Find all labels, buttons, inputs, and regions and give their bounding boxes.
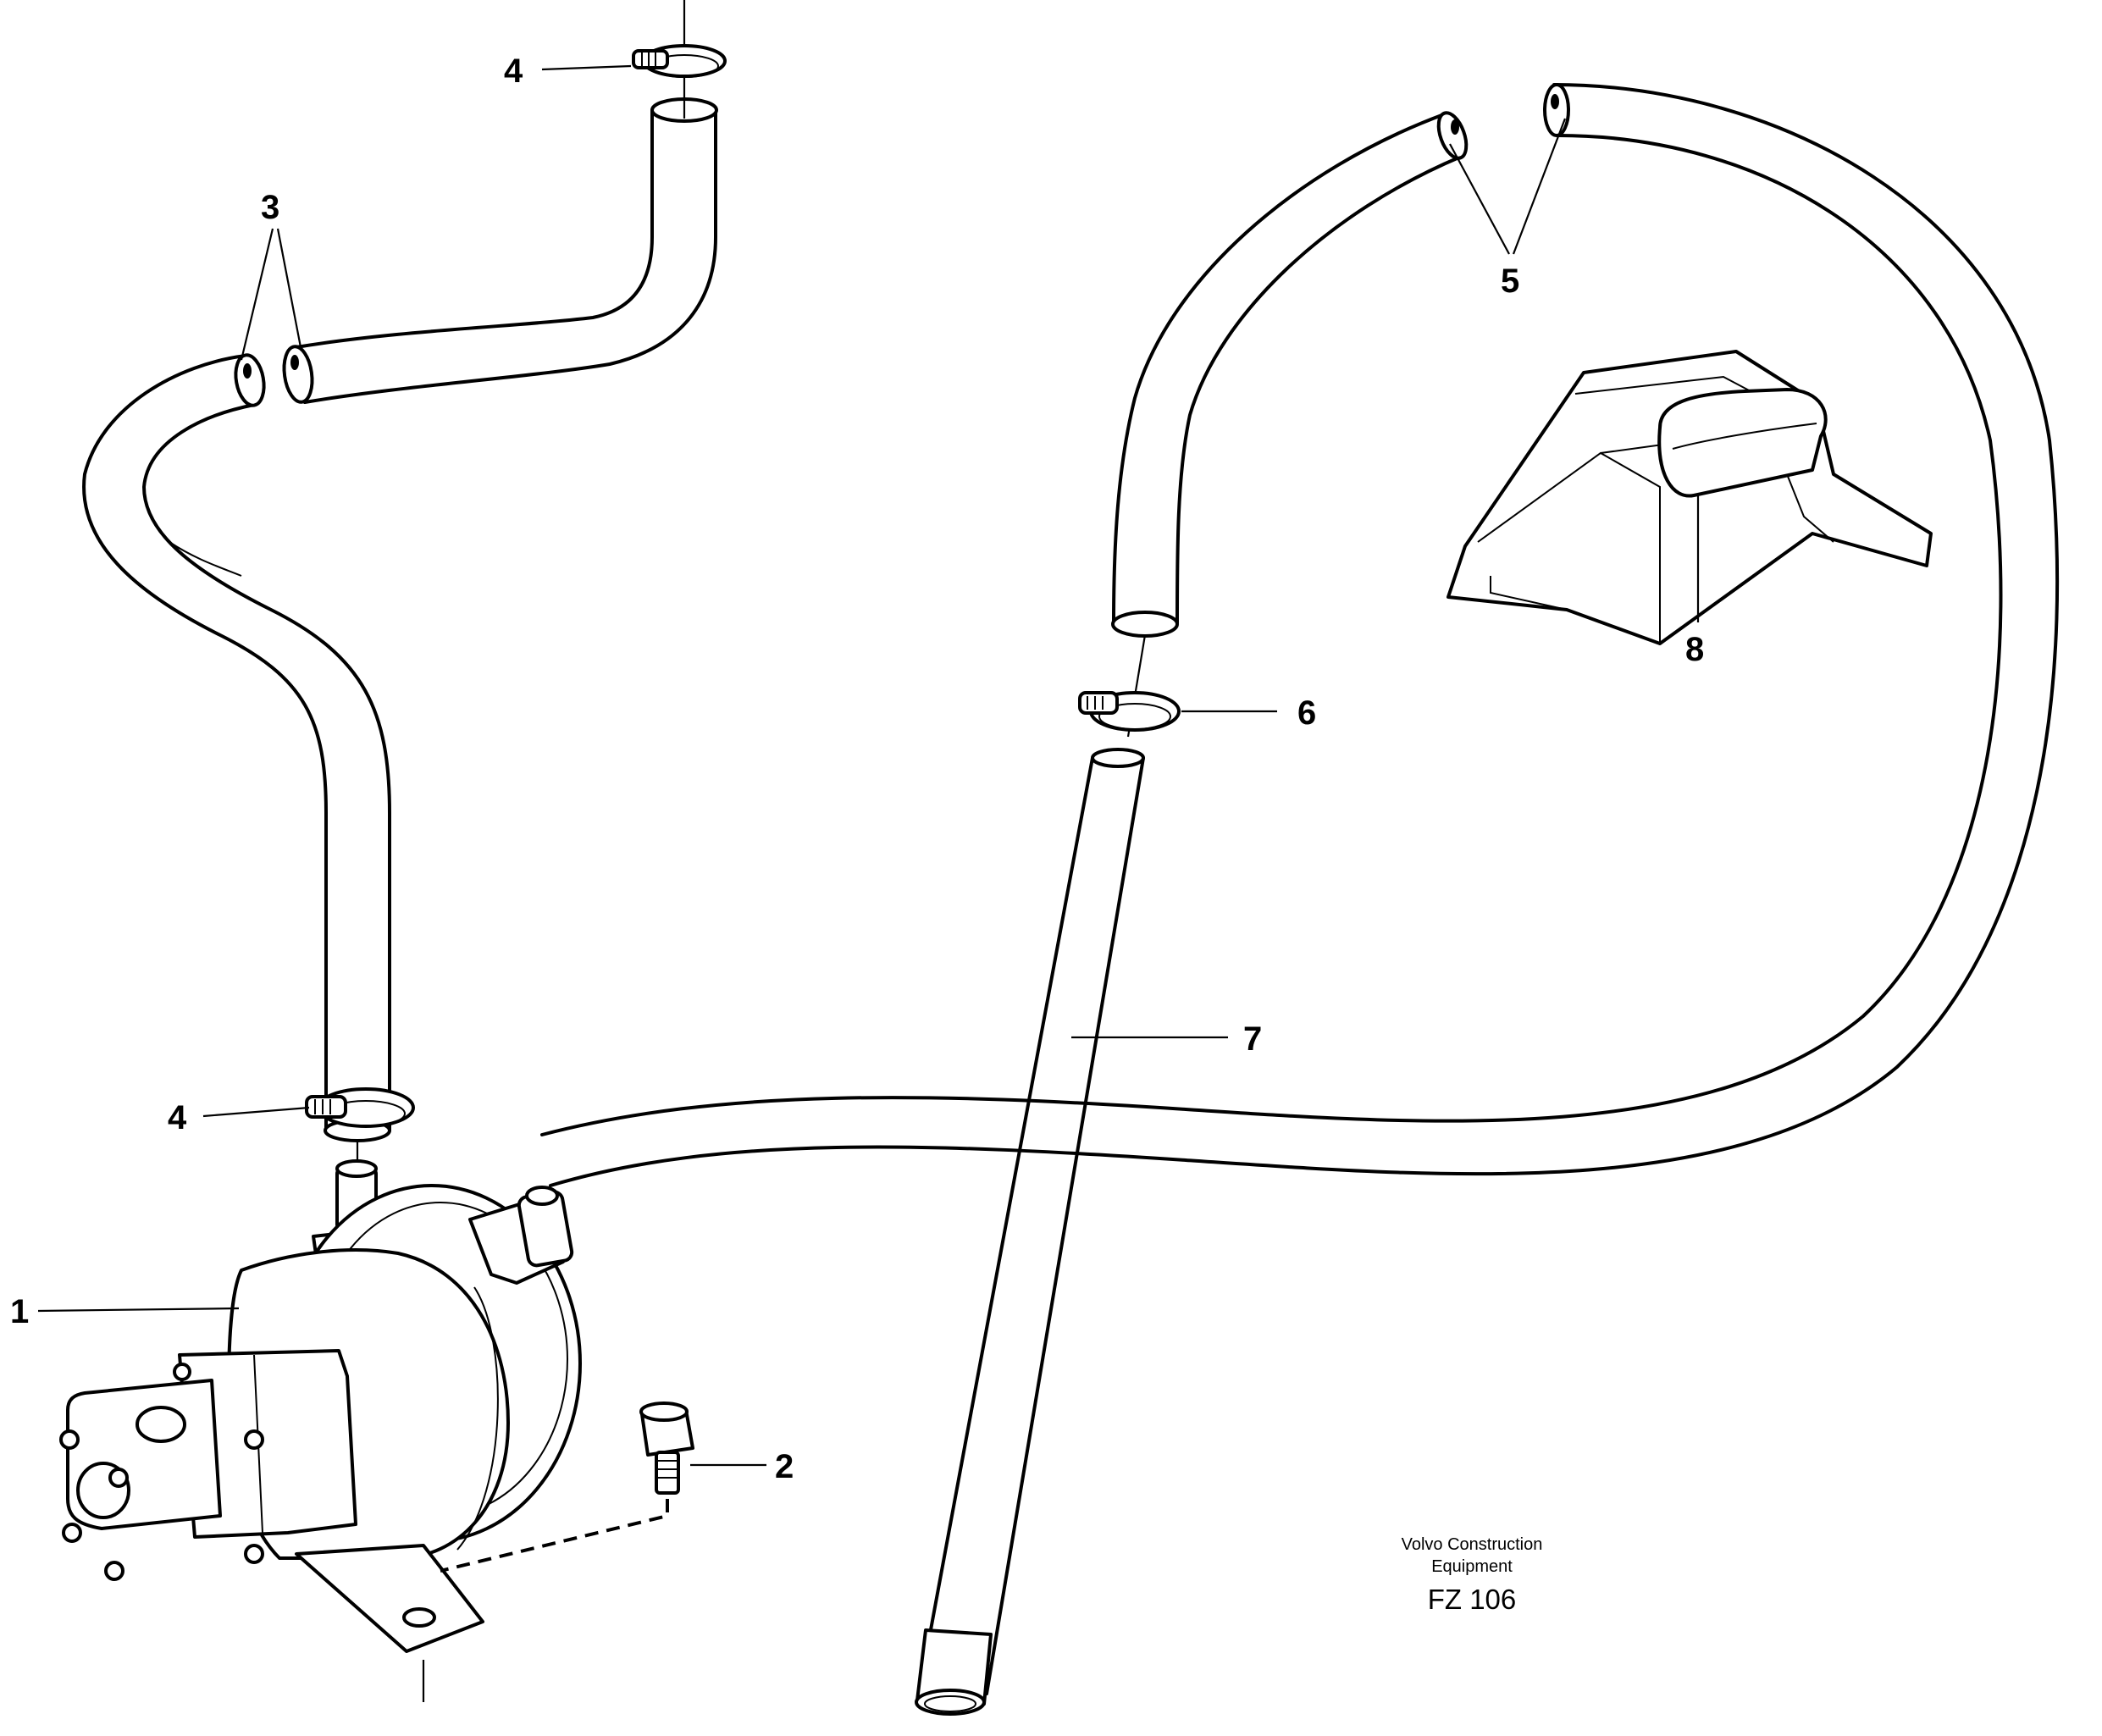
callout-labels: 1 2 3 4 4 5 6 7 8	[10, 53, 1704, 1485]
callout-6: 6	[1297, 694, 1316, 732]
drawing-code: FZ 106	[1428, 1584, 1517, 1615]
callout-5: 5	[1501, 263, 1519, 300]
callout-3: 3	[261, 189, 279, 226]
hose-3	[82, 0, 718, 1142]
bolt-2	[440, 1402, 694, 1573]
callout-4-upper: 4	[504, 53, 523, 90]
company-line-1: Volvo Construction	[1402, 1535, 1543, 1554]
bracket-8	[1447, 350, 1933, 645]
company-line-2: Equipment	[1431, 1557, 1513, 1576]
callout-2: 2	[775, 1448, 794, 1485]
hose-5	[540, 83, 2060, 1187]
callout-8: 8	[1685, 631, 1704, 668]
clamp-6	[1078, 634, 1181, 738]
callout-1: 1	[10, 1293, 29, 1330]
tube-7	[915, 748, 1145, 1716]
clamp-4-lower	[305, 1087, 415, 1169]
pump-1	[59, 1159, 582, 1702]
callout-7: 7	[1243, 1020, 1262, 1058]
clamp-4-upper	[632, 44, 727, 78]
footer: Volvo Construction Equipment FZ 106	[1402, 1535, 1543, 1615]
callout-4-lower: 4	[168, 1099, 187, 1136]
leader-lines	[37, 64, 1567, 1467]
